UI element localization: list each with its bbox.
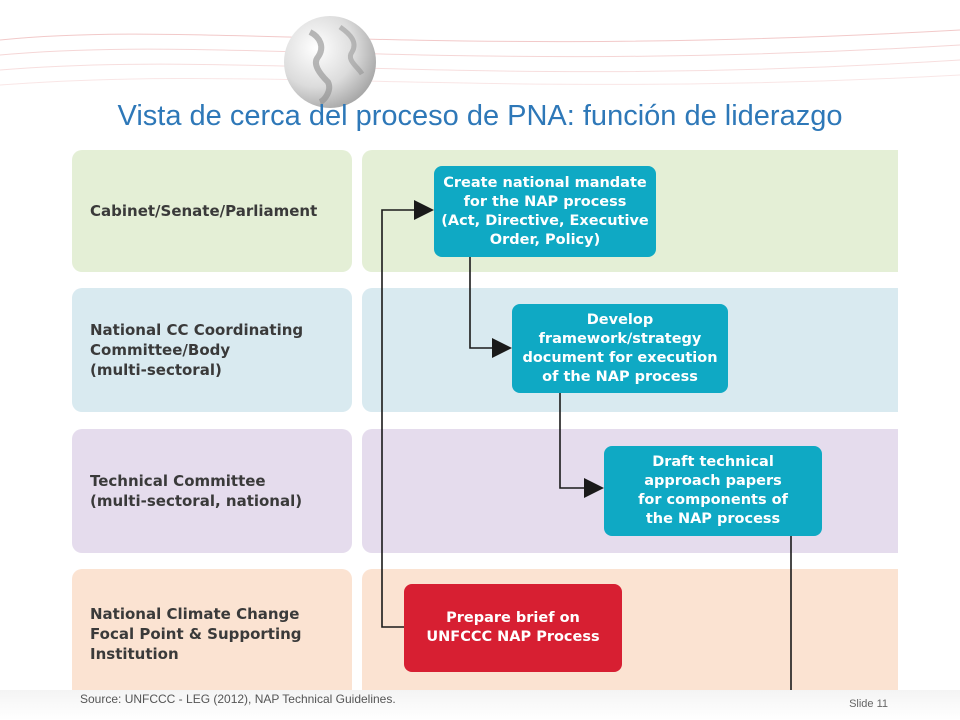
lane-label-cabinet: Cabinet/Senate/Parliament	[72, 150, 352, 272]
lane-label-focal-point: National Climate Change Focal Point & Su…	[72, 569, 352, 692]
connector-arrows	[381, 200, 792, 692]
lane-label-coordinating-committee: National CC Coordinating Committee/Body …	[72, 288, 352, 412]
footer-band	[0, 690, 960, 720]
nap-process-diagram: Cabinet/Senate/Parliament National CC Co…	[64, 150, 898, 692]
step-prepare-brief: Prepare brief on UNFCCC NAP Process	[404, 584, 622, 672]
lane-label-technical-committee: Technical Committee (multi-sectoral, nat…	[72, 429, 352, 553]
step-develop-framework: Develop framework/strategy document for …	[512, 304, 728, 393]
slide-title: Vista de cerca del proceso de PNA: funci…	[117, 100, 843, 132]
slide-number: Slide 11	[849, 698, 888, 710]
globe-icon	[284, 16, 376, 108]
source-citation: Source: UNFCCC - LEG (2012), NAP Technic…	[80, 692, 396, 706]
arrow-brief-to-mandate	[381, 200, 434, 628]
arrow-mandate-to-framework	[469, 257, 512, 358]
step-draft-technical-papers: Draft technical approach papers for comp…	[604, 446, 822, 536]
arrow-framework-to-technical	[559, 393, 604, 498]
step-create-national-mandate: Create national mandate for the NAP proc…	[434, 166, 656, 257]
